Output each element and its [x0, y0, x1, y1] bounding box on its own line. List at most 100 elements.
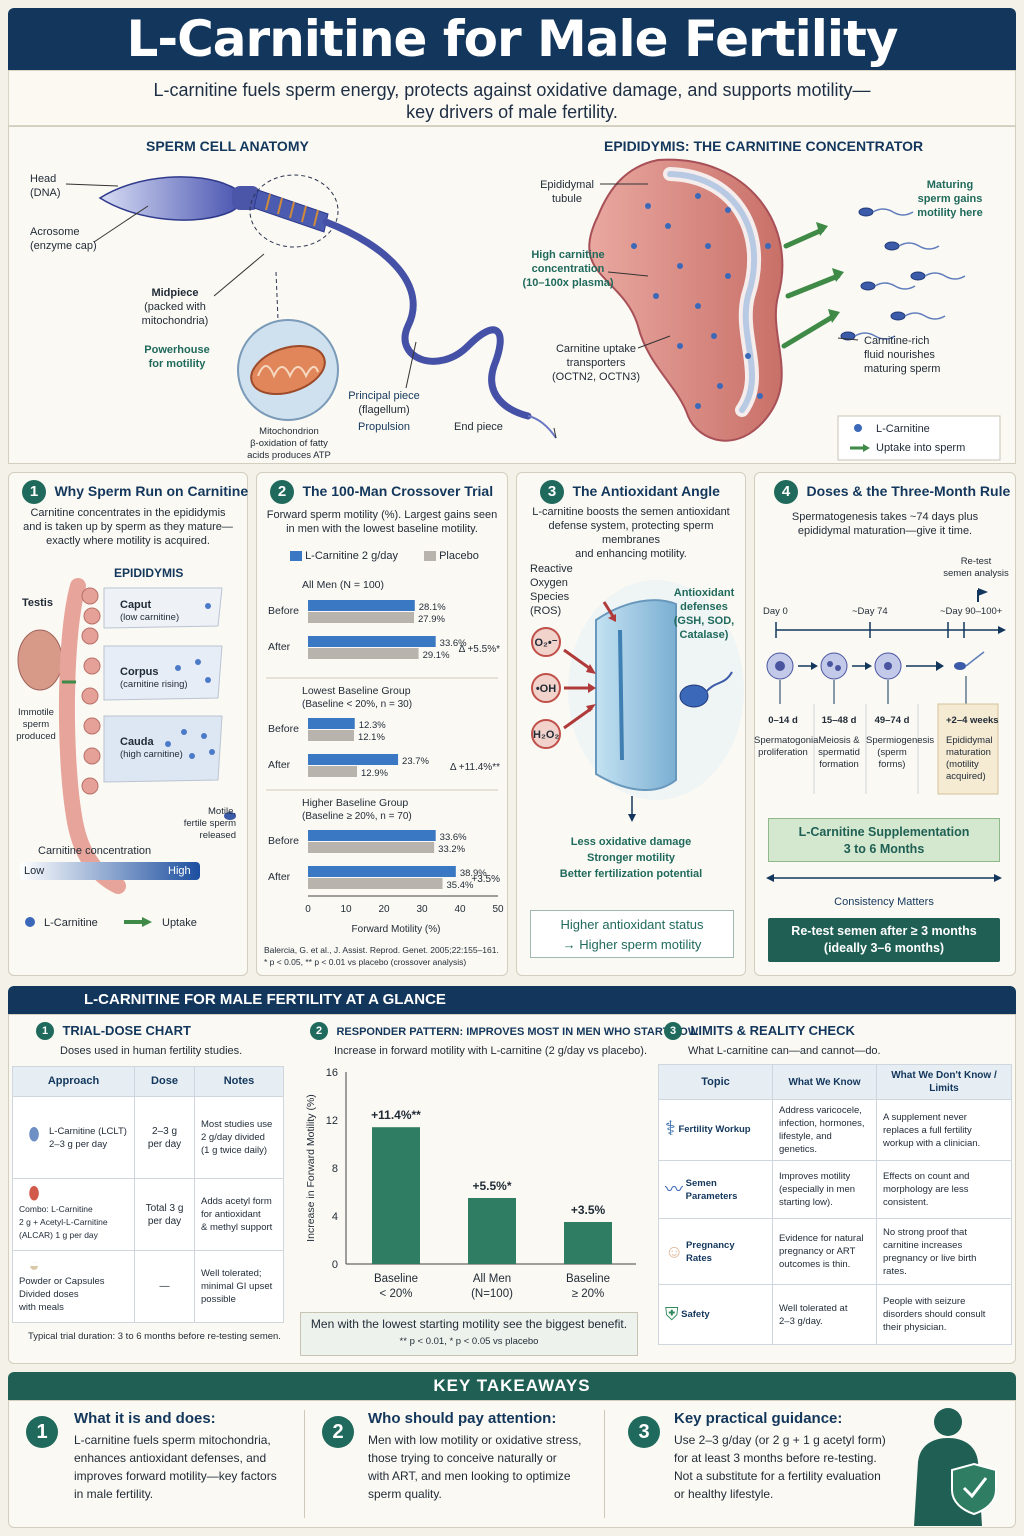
trial-group-subtitle: (Baseline < 20%, n = 30) — [302, 699, 412, 710]
testis-label: Testis — [22, 597, 53, 609]
trial-delta: Δ +11.4%** — [450, 762, 500, 773]
trial-value-placebo: 35.4% — [447, 880, 474, 891]
limits-sub: What L-carnitine can—and cannot—do. — [688, 1045, 881, 1057]
epididymis-label: EPIDIDYMIS — [114, 566, 184, 580]
resp-bar-label: +11.4%** — [371, 1108, 421, 1122]
trial-citation: Balercia, G. et al., J. Assist. Reprod. … — [264, 945, 499, 967]
trial-bar-placebo — [308, 648, 419, 659]
trial-bar-carnitine — [308, 866, 456, 877]
takeaway-3: Key practical guidance:Use 2–3 g/day (or… — [674, 1410, 886, 1501]
trial-x-axis-label: Forward Motility (%) — [352, 924, 441, 935]
trial-group-title: Higher Baseline Group — [302, 797, 408, 809]
trial-value-placebo: 29.1% — [423, 650, 450, 661]
combo-capsule-icon: ⬮ — [28, 1183, 40, 1203]
epididymis-diagram — [17, 578, 236, 927]
responder-title: 2 RESPONDER PATTERN: IMPROVES MOST IN ME… — [310, 1022, 698, 1040]
trial-row-label: Before — [268, 605, 299, 617]
timeline-diagram — [766, 588, 1006, 795]
shield-icon: ⛨ — [665, 1303, 679, 1324]
page-subtitle: L-carnitine fuels sperm energy, protects… — [8, 70, 1016, 126]
trial-value-carnitine: 33.6% — [440, 638, 467, 649]
end-piece-label: End piece — [454, 421, 503, 433]
resp-y-tick: 16 — [326, 1067, 338, 1079]
resp-y-tick: 12 — [326, 1115, 338, 1127]
man-silhouette-icon — [914, 1408, 997, 1526]
caput-label: Caput(low carnitine) — [120, 599, 180, 623]
trial-row-label: Before — [268, 723, 299, 735]
trial-row-label: After — [268, 759, 291, 771]
anatomy-header: SPERM CELL ANATOMY — [146, 138, 309, 154]
panel2-desc: Forward sperm motility (%). Largest gain… — [266, 509, 498, 535]
trial-x-tick: 50 — [492, 904, 504, 915]
trial-row-label: After — [268, 871, 291, 883]
high-label: High — [168, 865, 191, 877]
responder-sub: Increase in forward motility with L-carn… — [334, 1045, 648, 1057]
takeaway-3-number: 3 — [628, 1416, 660, 1448]
concentration-label: Carnitine concentration — [38, 845, 152, 857]
trial-group-title: Lowest Baseline Group — [302, 685, 411, 697]
day90-label: ~Day 90–100+ — [940, 606, 1003, 617]
powder-icon: ◒ — [28, 1255, 40, 1275]
consistency-label: Consistency Matters — [834, 896, 934, 908]
peroxide-label: H₂O₂ — [533, 729, 560, 741]
glance-header: L-CARNITINE FOR MALE FERTILITY AT A GLAN… — [8, 986, 1016, 1014]
resp-y-tick: 4 — [332, 1211, 338, 1223]
head-label: Head(DNA) — [30, 173, 61, 199]
duration-arrow — [766, 874, 1002, 882]
resp-x-category: < 20% — [380, 1288, 413, 1300]
trial-group-subtitle: (Baseline ≥ 20%, n = 70) — [302, 811, 412, 822]
page-title: L-Carnitine for Male Fertility — [8, 8, 1016, 70]
trial-x-tick: 10 — [340, 904, 352, 915]
legend-placebo: Placebo — [424, 549, 479, 563]
resp-x-category: ≥ 20% — [572, 1288, 605, 1300]
legend-uptake-p1: Uptake — [162, 917, 197, 929]
trial-value-carnitine: 33.6% — [440, 832, 467, 843]
resp-bar-label: +3.5% — [571, 1203, 606, 1217]
responder-note: Men with the lowest starting motility se… — [300, 1312, 638, 1356]
trial-row-label: Before — [268, 835, 299, 847]
trial-bar-carnitine — [308, 600, 415, 611]
baby-icon: ☺ — [665, 1241, 684, 1261]
low-label: Low — [24, 865, 45, 877]
principal-piece-label: Principal piece(flagellum)Propulsion — [348, 390, 420, 433]
hydroxyl-label: •OH — [535, 683, 557, 695]
resp-bar — [372, 1127, 420, 1264]
cauda-label: Cauda(high carnitine) — [120, 736, 183, 760]
takeaway-1-number: 1 — [26, 1416, 58, 1448]
trial-value-carnitine: 23.7% — [402, 756, 429, 767]
superoxide-label: O₂•⁻ — [534, 637, 558, 649]
takeaway-2: Who should pay attention:Men with low mo… — [368, 1410, 582, 1501]
trial-row-label: After — [268, 641, 291, 653]
trial-x-tick: 40 — [454, 904, 466, 915]
resp-y-axis-label: Increase in Forward Motility (%) — [305, 1094, 317, 1242]
trial-x-tick: 20 — [378, 904, 390, 915]
epididymis-header: EPIDIDYMIS: THE CARNITINE CONCENTRATOR — [604, 138, 924, 154]
antioxidant-shield-illustration — [531, 580, 744, 822]
acrosome-label: Acrosome(enzyme cap) — [30, 226, 97, 252]
trial-bar-carnitine — [308, 754, 399, 765]
dose-chart-title: 1 TRIAL-DOSE CHART — [36, 1022, 191, 1040]
trial-bar-placebo — [308, 878, 443, 889]
trial-value-carnitine: 12.3% — [359, 720, 386, 731]
trial-value-carnitine: 38.9% — [460, 868, 487, 879]
trial-delta: Δ +5.5%* — [459, 644, 501, 655]
capsule-icon: ⬮ — [28, 1124, 40, 1145]
trial-value-placebo: 12.1% — [358, 732, 385, 743]
legend-carnitine-p1: L-Carnitine — [44, 917, 98, 929]
panel1-title: 1 Why Sperm Run on Carnitine — [22, 480, 248, 504]
